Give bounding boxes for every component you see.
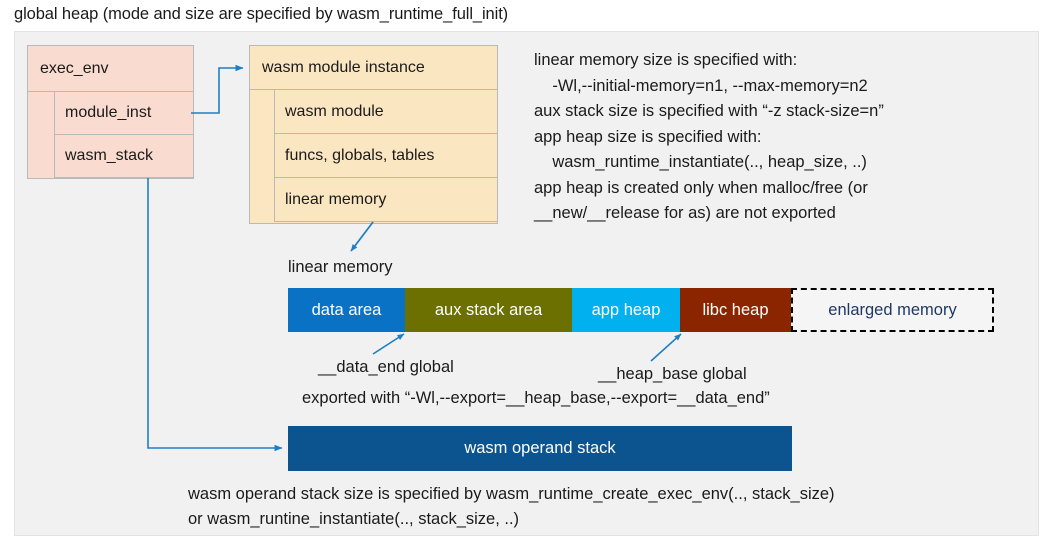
module-instance-field-linear-memory: linear memory	[274, 177, 498, 222]
module-instance-field-funcs-globals-tables: funcs, globals, tables	[274, 133, 498, 178]
memory-sizing-notes: linear memory size is specified with: -W…	[534, 51, 884, 222]
memory-segment-libc-heap: libc heap	[680, 288, 791, 332]
page-title: global heap (mode and size are specified…	[14, 5, 509, 23]
module-instance-field-wasm-module-label: wasm module	[285, 102, 384, 120]
module-instance-field-wasm-module: wasm module	[274, 89, 498, 134]
exec-env-title-label: exec_env	[40, 59, 109, 77]
annotation-heap-base: __heap_base global	[598, 365, 747, 383]
memory-segment-app-heap: app heap	[572, 288, 680, 332]
exec-env-title: exec_env	[27, 45, 194, 92]
annotation-data-end: __data_end global	[318, 358, 454, 376]
exec-env-field-module-inst: module_inst	[54, 91, 194, 135]
memory-segment-enlarged-memory: enlarged memory	[791, 288, 994, 332]
linear-memory-bar: data area aux stack area app heap libc h…	[288, 288, 994, 332]
memory-segment-data-area-label: data area	[311, 300, 382, 319]
memory-segment-enlarged-memory-label: enlarged memory	[828, 300, 957, 319]
wasm-operand-stack-label: wasm operand stack	[464, 439, 616, 457]
memory-segment-aux-stack-area-label: aux stack area	[434, 300, 543, 319]
exec-env-field-module-inst-label: module_inst	[65, 104, 152, 121]
module-instance-title-label: wasm module instance	[262, 58, 425, 76]
module-instance-title: wasm module instance	[249, 45, 498, 90]
module-instance-field-linear-memory-label: linear memory	[285, 190, 387, 208]
memory-segment-data-area: data area	[288, 288, 405, 332]
exec-env-field-wasm-stack: wasm_stack	[54, 134, 194, 178]
annotation-exported-with: exported with “-Wl,--export=__heap_base,…	[302, 389, 770, 407]
memory-segment-libc-heap-label: libc heap	[702, 300, 769, 319]
exec-env-field-wasm-stack-label: wasm_stack	[65, 147, 154, 164]
operand-stack-size-note: wasm operand stack size is specified by …	[188, 485, 835, 528]
wasm-operand-stack-box: wasm operand stack	[288, 426, 792, 471]
memory-segment-aux-stack-area: aux stack area	[405, 288, 572, 332]
module-instance-field-funcs-globals-tables-label: funcs, globals, tables	[285, 146, 435, 164]
linear-memory-caption: linear memory	[288, 258, 393, 276]
memory-segment-app-heap-label: app heap	[591, 300, 661, 319]
